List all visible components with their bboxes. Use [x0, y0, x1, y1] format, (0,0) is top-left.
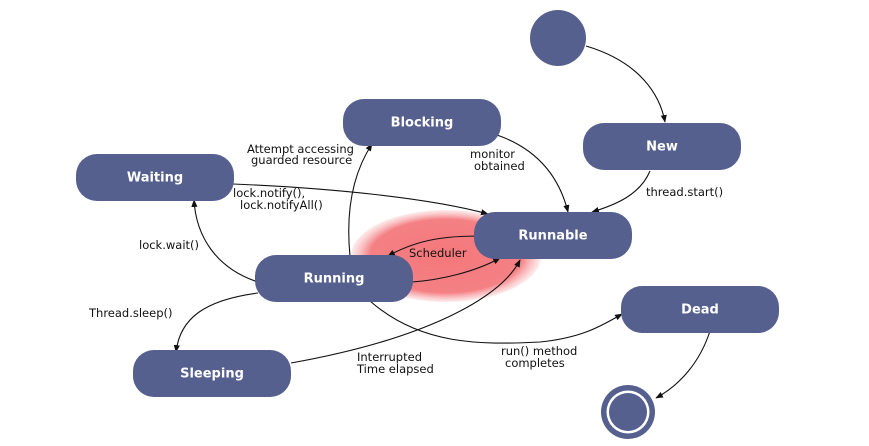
edge-dead-to-final [655, 330, 711, 399]
edge-running-to-sleeping [173, 292, 259, 353]
edge-running-to-blocking [348, 143, 373, 257]
state-running-label: Running [304, 272, 365, 287]
state-waiting: Waiting [76, 154, 234, 201]
state-blocking-label: Blocking [391, 116, 454, 131]
final-state-inner-node [609, 393, 647, 431]
state-sleeping-label: Sleeping [180, 367, 244, 382]
label-lock-wait: lock.wait() [139, 238, 199, 252]
edge-running-to-dead [369, 300, 623, 344]
edge-blocking-to-runnable [496, 134, 570, 213]
initial-state-node [530, 10, 586, 66]
state-new-label: New [646, 140, 678, 155]
state-dead-label: Dead [681, 303, 719, 318]
edge-runnable-to-running [387, 235, 481, 257]
label-attempt-accessing: Attempt accessing guarded resource [247, 142, 358, 167]
state-sleeping: Sleeping [133, 350, 291, 397]
state-new: New [583, 123, 741, 170]
edge-waiting-to-runnable [232, 183, 489, 216]
label-thread-sleep: Thread.sleep() [88, 306, 172, 320]
state-waiting-label: Waiting [127, 171, 183, 186]
state-running: Running [255, 255, 413, 302]
label-lock-notify: lock.notify(), lock.notifyAll() [233, 186, 323, 212]
label-thread-start: thread.start() [646, 185, 723, 199]
label-run-completes: run() method completes [501, 344, 581, 370]
label-scheduler: Scheduler [409, 246, 467, 260]
edge-running-to-waiting [191, 199, 259, 283]
edge-sleeping-to-runnable [290, 259, 521, 364]
state-runnable: Runnable [474, 212, 632, 259]
edge-new-to-runnable [591, 170, 651, 213]
label-monitor-obtained: monitor obtained [470, 147, 525, 173]
edge-running-to-runnable [411, 257, 501, 283]
state-dead: Dead [621, 286, 779, 333]
state-blocking: Blocking [343, 99, 501, 146]
state-runnable-label: Runnable [518, 229, 587, 244]
edge-initial-to-new [585, 45, 667, 123]
label-interrupted: Interrupted Time elapsed [356, 350, 434, 376]
